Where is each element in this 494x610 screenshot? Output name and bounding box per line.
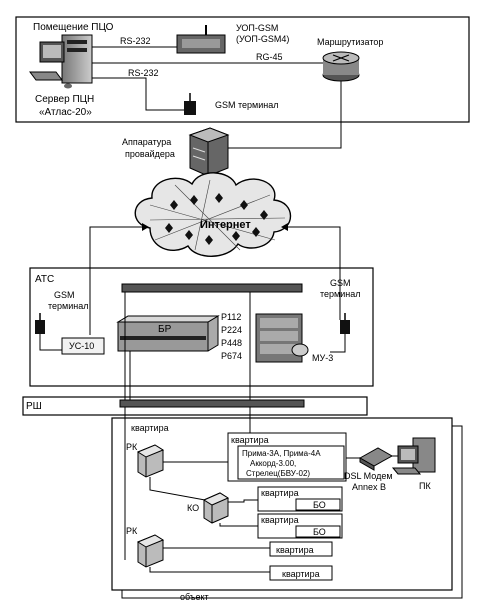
bo2-box <box>295 525 341 538</box>
bo2-label: БО <box>313 527 326 537</box>
link-rs232-bottom <box>92 77 184 111</box>
mu3-cabinet-icon <box>255 313 309 363</box>
gsm-terminal-ats-right-icon <box>340 313 350 334</box>
server-name: Сервер ПЦН <box>35 94 94 105</box>
internet-cloud-icon <box>134 172 291 257</box>
server-model: «Атлас-20» <box>39 107 92 118</box>
device-line-1: Прима-3А, Прима-4А <box>242 449 321 458</box>
link-rk-ko <box>149 477 206 501</box>
br-rack-icon <box>116 315 220 352</box>
ats-cross-bar <box>121 283 303 293</box>
provider-equipment-icon <box>188 127 230 177</box>
gsm-right-label-1: GSM <box>330 278 351 288</box>
apt-bo1-label: квартира <box>261 488 299 498</box>
server-computer-icon <box>29 34 93 89</box>
uop-gsm-device-icon <box>176 25 226 54</box>
internet-label: Интернет <box>200 219 251 231</box>
apt3-box <box>269 541 333 557</box>
rk-bottom-label: РК <box>126 526 138 536</box>
link-router-provider <box>219 81 342 149</box>
gsm-left-label-1: GSM <box>54 290 75 300</box>
port-p224: Р224 <box>221 325 242 335</box>
us10-device <box>61 337 105 355</box>
main-apartment-title: квартира <box>231 435 269 445</box>
link-mu3-internet <box>281 223 341 320</box>
rk-top-label: РК <box>126 442 138 452</box>
rsh-cross-bar <box>119 399 305 408</box>
rs232-bottom-label: RS-232 <box>128 68 159 78</box>
port-p112: Р112 <box>221 312 241 322</box>
router-icon <box>322 51 360 82</box>
br-label: БР <box>158 324 172 335</box>
rk-top-box-icon <box>136 444 165 478</box>
apt-bo2-label: квартира <box>261 515 299 525</box>
mu3-label: МУ-3 <box>312 353 333 363</box>
ko-box-icon <box>202 492 230 524</box>
device-list-box <box>237 445 345 480</box>
provider-label-1: Аппаратура <box>122 137 171 147</box>
ats-title: АТС <box>35 274 54 285</box>
uop-gsm-label-2: (УОП-GSM4) <box>236 34 289 44</box>
pc-icon <box>391 437 436 475</box>
pc-label: ПК <box>419 481 431 491</box>
port-p448: Р448 <box>221 338 242 348</box>
ats-frame <box>29 267 374 387</box>
device-line-2: Аккорд-3.00, <box>250 459 296 468</box>
device-line-3: Стрелец(БВУ-02) <box>246 469 310 478</box>
rk-bottom-box-icon <box>136 534 165 568</box>
gsm-right-label-2: терминал <box>320 289 360 299</box>
provider-label-2: провайдера <box>125 149 175 159</box>
uop-gsm-label-1: УОП-GSM <box>236 23 278 33</box>
link-ko-bo1 <box>228 499 258 503</box>
ko-label: КО <box>187 503 199 513</box>
gsm-terminal-ats-left-icon <box>35 313 45 334</box>
link-gsm-mu3 <box>330 334 346 353</box>
bo1-box <box>295 498 341 511</box>
link-rk-apt4 <box>149 567 270 573</box>
pco-room-frame <box>15 16 470 123</box>
router-label: Маршрутизатор <box>317 37 383 47</box>
dsl-label-1: DSL Модем <box>344 471 393 481</box>
apt4-box <box>269 565 333 581</box>
pco-room-title: Помещение ПЦО <box>33 22 114 33</box>
us10-label: УС-10 <box>69 341 94 351</box>
rs232-top-label: RS-232 <box>120 36 151 46</box>
apt4-label: квартира <box>282 569 320 579</box>
link-gsm-us10 <box>39 334 62 351</box>
gsm-terminal-pco-icon <box>184 93 196 115</box>
apartment-top-label: квартира <box>131 423 169 433</box>
gsm-left-label-2: терминал <box>48 301 88 311</box>
port-p674: Р674 <box>221 351 242 361</box>
link-ko-bo2 <box>219 523 258 527</box>
rsh-title: РШ <box>26 401 42 412</box>
object-label: объект <box>180 592 209 602</box>
link-us10-internet <box>89 223 149 335</box>
apt3-label: квартира <box>276 545 314 555</box>
rg45-label: RG-45 <box>256 52 283 62</box>
dsl-label-2: Annex B <box>352 482 386 492</box>
rsh-frame <box>22 396 368 416</box>
gsm-terminal-pco-label: GSM терминал <box>215 100 278 110</box>
bo1-label: БО <box>313 500 326 510</box>
